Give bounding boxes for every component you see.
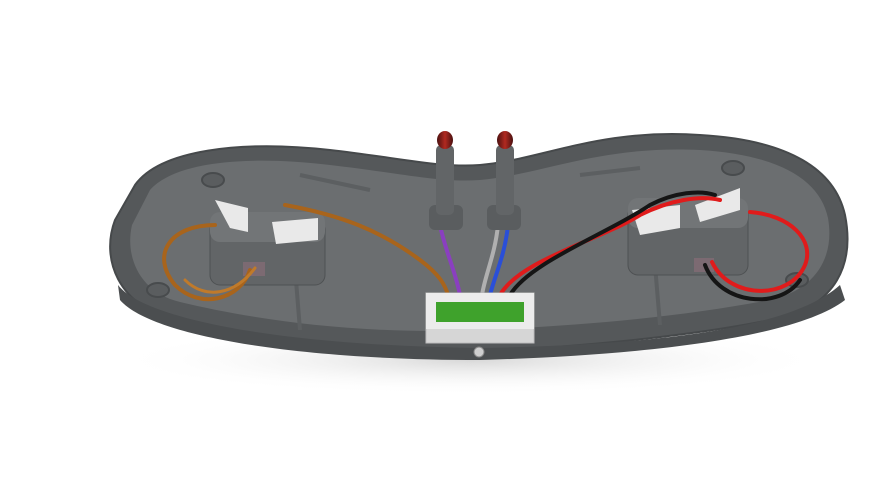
led-post-right bbox=[487, 131, 521, 230]
wire-brown bbox=[183, 266, 257, 294]
wire-gray bbox=[480, 223, 500, 297]
battery-clip bbox=[695, 188, 740, 222]
battery-holder-left bbox=[209, 200, 326, 286]
wire-black bbox=[508, 190, 717, 297]
screw-bosses bbox=[146, 160, 809, 298]
wire-red bbox=[710, 210, 810, 293]
led bbox=[497, 131, 513, 149]
wire-red bbox=[498, 196, 722, 297]
led bbox=[437, 131, 453, 149]
housing-floor bbox=[130, 149, 830, 331]
wire-blue bbox=[488, 223, 510, 297]
wire-black bbox=[703, 263, 802, 302]
housing-rim bbox=[118, 285, 845, 360]
wire-purple bbox=[438, 223, 462, 297]
battery-clip bbox=[215, 200, 248, 232]
wire-brown bbox=[283, 203, 450, 297]
display-module bbox=[425, 292, 535, 358]
display-screen bbox=[436, 302, 524, 322]
wire-brown bbox=[162, 223, 252, 302]
battery-clip bbox=[272, 218, 318, 244]
screw bbox=[473, 346, 485, 358]
wires bbox=[162, 190, 810, 302]
led-post-left bbox=[429, 131, 463, 230]
